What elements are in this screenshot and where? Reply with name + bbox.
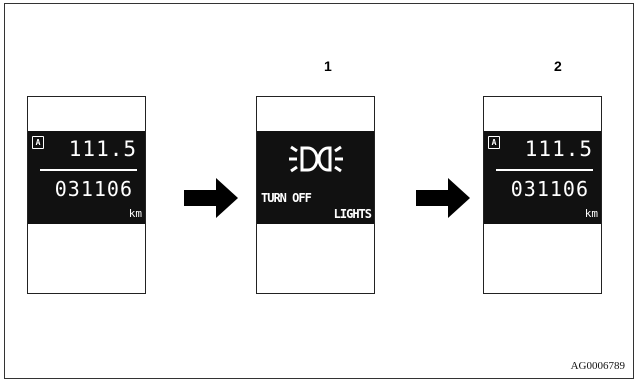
warning-text-line-1: TURN OFF bbox=[261, 191, 312, 205]
odometer-value: 031106 bbox=[510, 177, 589, 201]
display-divider bbox=[496, 169, 593, 171]
meter-display-final: A 111.5 031106 km bbox=[484, 131, 601, 224]
meter-panel-warning: TURN OFF LIGHTS bbox=[256, 96, 375, 294]
warning-text-line-2: LIGHTS bbox=[333, 207, 372, 221]
arrow-right-icon bbox=[416, 178, 470, 218]
trip-meter-value: 111.5 bbox=[524, 137, 593, 161]
figure-code: AG0006789 bbox=[570, 360, 625, 372]
odometer-unit: km bbox=[584, 207, 598, 220]
meter-panel-final: A 111.5 031106 km bbox=[483, 96, 602, 294]
trip-indicator-badge: A bbox=[32, 136, 44, 149]
step-label-1: 1 bbox=[324, 58, 332, 74]
arrow-right-icon bbox=[184, 178, 238, 218]
trip-meter-value: 111.5 bbox=[68, 137, 137, 161]
step-label-2: 2 bbox=[554, 58, 562, 74]
odometer-value: 031106 bbox=[54, 177, 133, 201]
diagram-frame: 1 2 A 111.5 031106 km bbox=[4, 3, 634, 379]
meter-display-warning: TURN OFF LIGHTS bbox=[257, 131, 374, 224]
trip-indicator-badge: A bbox=[488, 136, 500, 149]
meter-display-initial: A 111.5 031106 km bbox=[28, 131, 145, 224]
lamp-icon bbox=[289, 145, 343, 173]
display-divider bbox=[40, 169, 137, 171]
meter-panel-initial: A 111.5 031106 km bbox=[27, 96, 146, 294]
odometer-unit: km bbox=[128, 207, 142, 220]
